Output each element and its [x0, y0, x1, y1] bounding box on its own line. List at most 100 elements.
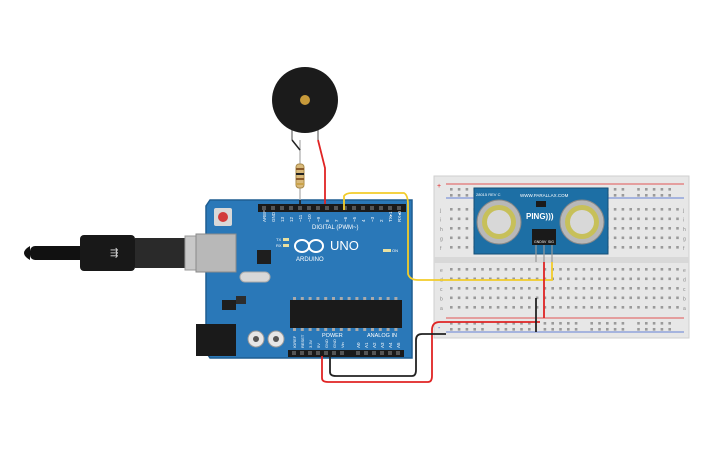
row-letter: a [683, 306, 686, 312]
row-letter: c [440, 287, 443, 293]
resistor [295, 140, 305, 200]
header-pin[interactable] [397, 206, 401, 210]
header-pin[interactable] [352, 206, 356, 210]
header-pin[interactable] [298, 206, 302, 210]
top-pin-label: ~11 [298, 214, 303, 222]
power-pin[interactable] [332, 351, 336, 355]
power-pin-label: GND [332, 339, 337, 348]
wire-buzzer-ground[interactable] [291, 139, 301, 151]
rail-minus-label: - [438, 325, 441, 332]
power-analog-header [288, 350, 404, 357]
usb-chip [257, 250, 271, 264]
header-pin[interactable] [379, 206, 383, 210]
transducer-left [476, 199, 522, 245]
power-pin-label: 5V [316, 343, 321, 348]
header-pin[interactable] [316, 206, 320, 210]
row-letter: e [683, 268, 686, 274]
top-pin-label: GND [271, 211, 276, 222]
reset-button-cap[interactable] [218, 212, 228, 222]
rx-led-label: RX [276, 243, 282, 248]
top-pin-label: AREF [262, 210, 267, 222]
analog-header-label: ANALOG IN [367, 333, 397, 339]
digital-header-label: DIGITAL (PWM~) [312, 225, 359, 231]
sensor-model: PING))) [526, 212, 554, 221]
analog-pin-label: A5 [396, 342, 401, 348]
analog-pin[interactable] [372, 351, 376, 355]
analog-pin-label: A2 [372, 342, 377, 348]
top-pin-label: RX◂0 [397, 210, 402, 222]
header-pin[interactable] [280, 206, 284, 210]
ultrasonic-sensor: 28015 REV C WWW.PARALLAX.COM PING))) GND… [473, 187, 609, 262]
analog-pin-label: A4 [388, 342, 393, 348]
wire-5v[interactable] [321, 321, 540, 383]
top-pin-label: TX▸1 [388, 211, 393, 222]
sensor-brand: WWW.PARALLAX.COM [520, 193, 569, 198]
power-pin[interactable] [340, 351, 344, 355]
header-pin[interactable] [289, 206, 293, 210]
row-letter: c [683, 287, 686, 293]
sensor-pin-gnd: GND [534, 240, 542, 244]
power-pin[interactable] [324, 351, 328, 355]
brand-label: ARDUINO [296, 257, 324, 263]
top-pin-label: ~3 [370, 216, 375, 222]
power-pin[interactable] [308, 351, 312, 355]
wire-signal[interactable] [343, 192, 553, 281]
header-pin[interactable] [370, 206, 374, 210]
header-pin[interactable] [271, 206, 275, 210]
row-letter: f [683, 246, 685, 252]
header-pin[interactable] [334, 206, 338, 210]
top-pin-label: ~6 [343, 216, 348, 222]
row-letter: b [440, 297, 443, 303]
row-letter: g [440, 237, 443, 243]
board-model-label: UNO [330, 238, 359, 253]
analog-pin[interactable] [388, 351, 392, 355]
row-letter: j [682, 208, 684, 214]
digital-header [258, 204, 406, 212]
header-pin[interactable] [343, 206, 347, 210]
sensor-pin-5v: 5V [542, 240, 547, 244]
row-letter: b [683, 297, 686, 303]
row-letter: h [440, 227, 443, 233]
header-pin[interactable] [388, 206, 392, 210]
row-letter: i [683, 218, 684, 224]
power-pin-label: 3.3V [308, 339, 313, 348]
header-pin[interactable] [262, 206, 266, 210]
header-pin[interactable] [307, 206, 311, 210]
analog-pin[interactable] [356, 351, 360, 355]
piezo-buzzer [272, 67, 338, 140]
top-pin-label: ~5 [352, 216, 357, 222]
on-led-label: ON [392, 248, 398, 253]
wire-buzzer-signal[interactable] [317, 139, 326, 204]
analog-pin-label: A0 [356, 342, 361, 348]
arduino-logo [294, 239, 324, 253]
power-pin-label: Vin [340, 342, 345, 348]
top-pin-label: ~9 [316, 216, 321, 222]
top-pin-label: 7 [334, 219, 339, 222]
top-pin-label: 8 [325, 219, 330, 222]
row-letter: e [440, 268, 443, 274]
sensor-pin-sig: SIG [548, 240, 554, 244]
header-pin[interactable] [325, 206, 329, 210]
wire-gnd[interactable] [329, 333, 446, 377]
analog-pin-label: A3 [380, 342, 385, 348]
analog-pin[interactable] [396, 351, 400, 355]
transducer-right [559, 199, 605, 245]
top-pin-label: 2 [379, 219, 384, 222]
power-pin[interactable] [292, 351, 296, 355]
row-letter: a [440, 306, 443, 312]
power-pin-label: IOREF [292, 335, 297, 348]
microcontroller-chip [290, 300, 402, 328]
header-pin[interactable] [361, 206, 365, 210]
tx-led-label: TX [276, 237, 281, 242]
top-pin-label: 13 [280, 216, 285, 222]
analog-pin[interactable] [380, 351, 384, 355]
power-header-label: POWER [322, 333, 343, 339]
top-pin-label: ~10 [307, 214, 312, 222]
power-pin[interactable] [316, 351, 320, 355]
row-letter: j [439, 208, 441, 214]
power-pin[interactable] [300, 351, 304, 355]
analog-pin[interactable] [364, 351, 368, 355]
power-pin-label: RESET [300, 334, 305, 348]
